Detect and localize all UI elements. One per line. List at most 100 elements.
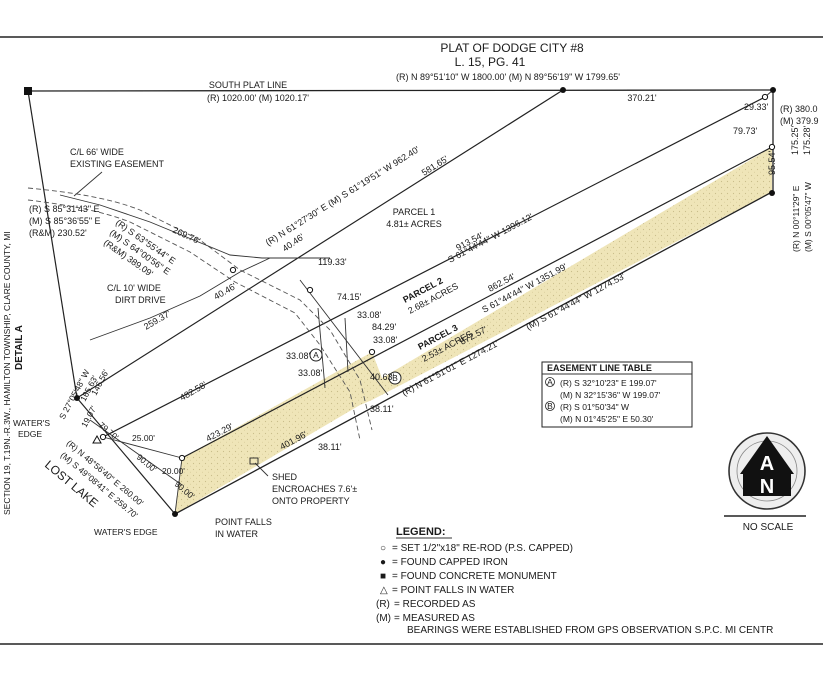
parcel-1-dim-581: 581.65' bbox=[420, 154, 450, 178]
svg-text:= SET 1/2"x18" RE-ROD (P.S. CA: = SET 1/2"x18" RE-ROD (P.S. CAPPED) bbox=[392, 543, 573, 554]
waters-edge-label-2: EDGE bbox=[18, 429, 42, 439]
re-rod-marker bbox=[178, 454, 186, 462]
shed-note-line3: ONTO PROPERTY bbox=[272, 496, 350, 506]
easement-and-drive-lines bbox=[27, 187, 389, 441]
legend-item: ○ = SET 1/2"x18" RE-ROD (P.S. CAPPED) bbox=[380, 543, 573, 554]
south-plat-line-dims: (R) 1020.00' (M) 1020.17' bbox=[207, 93, 309, 103]
easement-marker-a: A bbox=[309, 348, 323, 362]
re-rod-marker bbox=[368, 348, 376, 356]
parcel-2-dim-482: 482.58' bbox=[178, 379, 209, 402]
drawing-frame bbox=[0, 36, 823, 645]
re-rod-marker bbox=[306, 286, 314, 294]
re-rod-marker bbox=[99, 433, 107, 441]
plat-title: PLAT OF DODGE CITY #8 bbox=[440, 41, 584, 55]
legend-item: △ = POINT FALLS IN WATER bbox=[380, 585, 514, 596]
south-plat-line-label: SOUTH PLAT LINE bbox=[209, 80, 287, 90]
shed-outline bbox=[249, 457, 259, 465]
legend-title: LEGEND: bbox=[396, 526, 446, 538]
drive-note-line1: C/L 10' WIDE bbox=[107, 283, 161, 293]
legend-item: (R) = RECORDED AS bbox=[376, 599, 476, 610]
easement-table-row: (M) N 01°45'25" E 50.30' bbox=[560, 414, 654, 424]
bearing-basis-note: BEARINGS WERE ESTABLISHED FROM GPS OBSER… bbox=[407, 625, 773, 636]
svg-text:B: B bbox=[547, 401, 553, 411]
parcel-1-name: PARCEL 1 bbox=[393, 207, 436, 217]
east-dim-79: 79.73' bbox=[733, 126, 758, 136]
plat-bearing: (R) N 89°51'10" W 1800.00' (M) N 89°56'1… bbox=[396, 72, 620, 82]
legend-item: ● = FOUND CAPPED IRON bbox=[380, 557, 508, 568]
svg-text:= FOUND CAPPED IRON: = FOUND CAPPED IRON bbox=[392, 557, 508, 568]
easement-table-row: (M) N 32°15'36" W 199.07' bbox=[560, 390, 661, 400]
easement-line-table: EASEMENT LINE TABLE A (R) S 32°10'23" E … bbox=[541, 361, 693, 428]
survey-monuments bbox=[24, 87, 776, 517]
svg-text:(M) N 32°15'36" W 199.07': (M) N 32°15'36" W 199.07' bbox=[560, 390, 661, 400]
detail-a-label: DETAIL A bbox=[14, 325, 25, 370]
capped-iron-marker bbox=[770, 87, 776, 93]
west-call-r: (R) S 85°31'43" E bbox=[29, 204, 100, 214]
capped-iron-marker bbox=[769, 190, 775, 196]
svg-text:B: B bbox=[392, 373, 398, 383]
capped-iron-marker bbox=[74, 395, 80, 401]
shed-note-line1: SHED bbox=[272, 472, 298, 482]
svg-text:(M) N 01°45'25" E 50.30': (M) N 01°45'25" E 50.30' bbox=[560, 414, 654, 424]
re-rod-marker bbox=[768, 143, 776, 151]
east-dim-29: 29.33' bbox=[744, 102, 769, 112]
svg-text:= FOUND CONCRETE MONUMENT: = FOUND CONCRETE MONUMENT bbox=[392, 571, 557, 582]
svg-text:●: ● bbox=[380, 557, 386, 568]
svg-text:(R): (R) bbox=[376, 599, 390, 610]
parcel-2-dim-33-c: 33.08' bbox=[286, 351, 311, 361]
east-bearing-r: (R) N 00°11'29" E bbox=[791, 185, 801, 252]
svg-text:= POINT FALLS IN WATER: = POINT FALLS IN WATER bbox=[392, 585, 514, 596]
legend-item: ■ = FOUND CONCRETE MONUMENT bbox=[380, 571, 557, 582]
svg-text:○: ○ bbox=[380, 543, 386, 554]
southwest-call-r: (R) N 48°56'40" E 260.00' bbox=[65, 438, 146, 508]
drive-dim-259: 259.37' bbox=[142, 308, 173, 331]
plat-reference: L. 15, PG. 41 bbox=[455, 55, 526, 69]
parcel-3-dim-38-a: 38.11' bbox=[370, 404, 394, 414]
parcel-2-dim-33-d: 33.08' bbox=[298, 368, 323, 378]
waters-edge-label-3: WATER'S EDGE bbox=[94, 527, 158, 537]
re-rod-marker bbox=[761, 93, 769, 101]
parcel-1-dim-74: 74.15' bbox=[337, 292, 362, 302]
west-call-m: (M) S 85°36'55" E bbox=[29, 216, 101, 226]
svg-text:(R) S 32°10'23" E 199.07': (R) S 32°10'23" E 199.07' bbox=[560, 378, 657, 388]
capped-iron-marker bbox=[560, 87, 566, 93]
section-note: SECTION 19, T.19N.-R.3W., HAMILTON TOWNS… bbox=[2, 231, 12, 515]
north-arrow-icon: A N bbox=[728, 432, 806, 510]
easement-table-title: EASEMENT LINE TABLE bbox=[547, 363, 652, 373]
drive-dim-269: 269.76' bbox=[171, 225, 202, 247]
west-shore-dim-25: 25.00' bbox=[132, 433, 155, 443]
parcel-2-dim-33-b: 33.08' bbox=[373, 335, 398, 345]
svg-text:■: ■ bbox=[380, 571, 386, 582]
point-falls-line2: IN WATER bbox=[215, 529, 258, 539]
svg-text:(R) S 01°50'34" W: (R) S 01°50'34" W bbox=[560, 402, 629, 412]
point-falls-line1: POINT FALLS bbox=[215, 517, 272, 527]
concrete-monument-marker bbox=[24, 87, 32, 95]
east-dim-95: 95.54' bbox=[767, 150, 777, 175]
east-record-distance: (R) 380.0 bbox=[780, 104, 818, 114]
legend-item: (M) = MEASURED AS bbox=[376, 613, 475, 624]
north-arrow-letter-a: A bbox=[760, 453, 774, 475]
easement-note-line1: C/L 66' WIDE bbox=[70, 147, 124, 157]
parcel-boundary-lines bbox=[27, 89, 774, 515]
svg-text:(M): (M) bbox=[376, 613, 391, 624]
legend: LEGEND: ○ = SET 1/2"x18" RE-ROD (P.S. CA… bbox=[376, 526, 773, 636]
parcel-3-dim-40: 40.63' bbox=[370, 372, 395, 382]
parcel-1-acres: 4.81± ACRES bbox=[386, 219, 441, 229]
west-shore-dim-19: 19.07' bbox=[79, 404, 99, 429]
easement-table-row: B (R) S 01°50'34" W bbox=[545, 401, 629, 412]
re-rod-marker bbox=[229, 266, 237, 274]
parcel-3-shaded-area bbox=[175, 147, 772, 514]
west-shore-dim-20: 20.00' bbox=[162, 466, 185, 476]
west-call-rm: (R&M) 230.52' bbox=[29, 228, 87, 238]
south-plat-east-segment: 370.21' bbox=[627, 93, 657, 103]
parcel-3-dim-38-b: 38.11' bbox=[318, 442, 342, 452]
parcel-2-dim-33-a: 33.08' bbox=[357, 310, 382, 320]
east-dim-175-m: 175.28' bbox=[802, 125, 812, 155]
drive-note-line2: DIRT DRIVE bbox=[115, 295, 166, 305]
svg-text:A: A bbox=[547, 377, 553, 387]
point-falls-in-water-marker bbox=[92, 434, 102, 444]
easement-marker-b: B bbox=[388, 371, 402, 385]
parcel-2-north-bearing: S 61°44'44" W 1396.12' bbox=[446, 211, 535, 264]
capped-iron-marker bbox=[172, 511, 178, 517]
